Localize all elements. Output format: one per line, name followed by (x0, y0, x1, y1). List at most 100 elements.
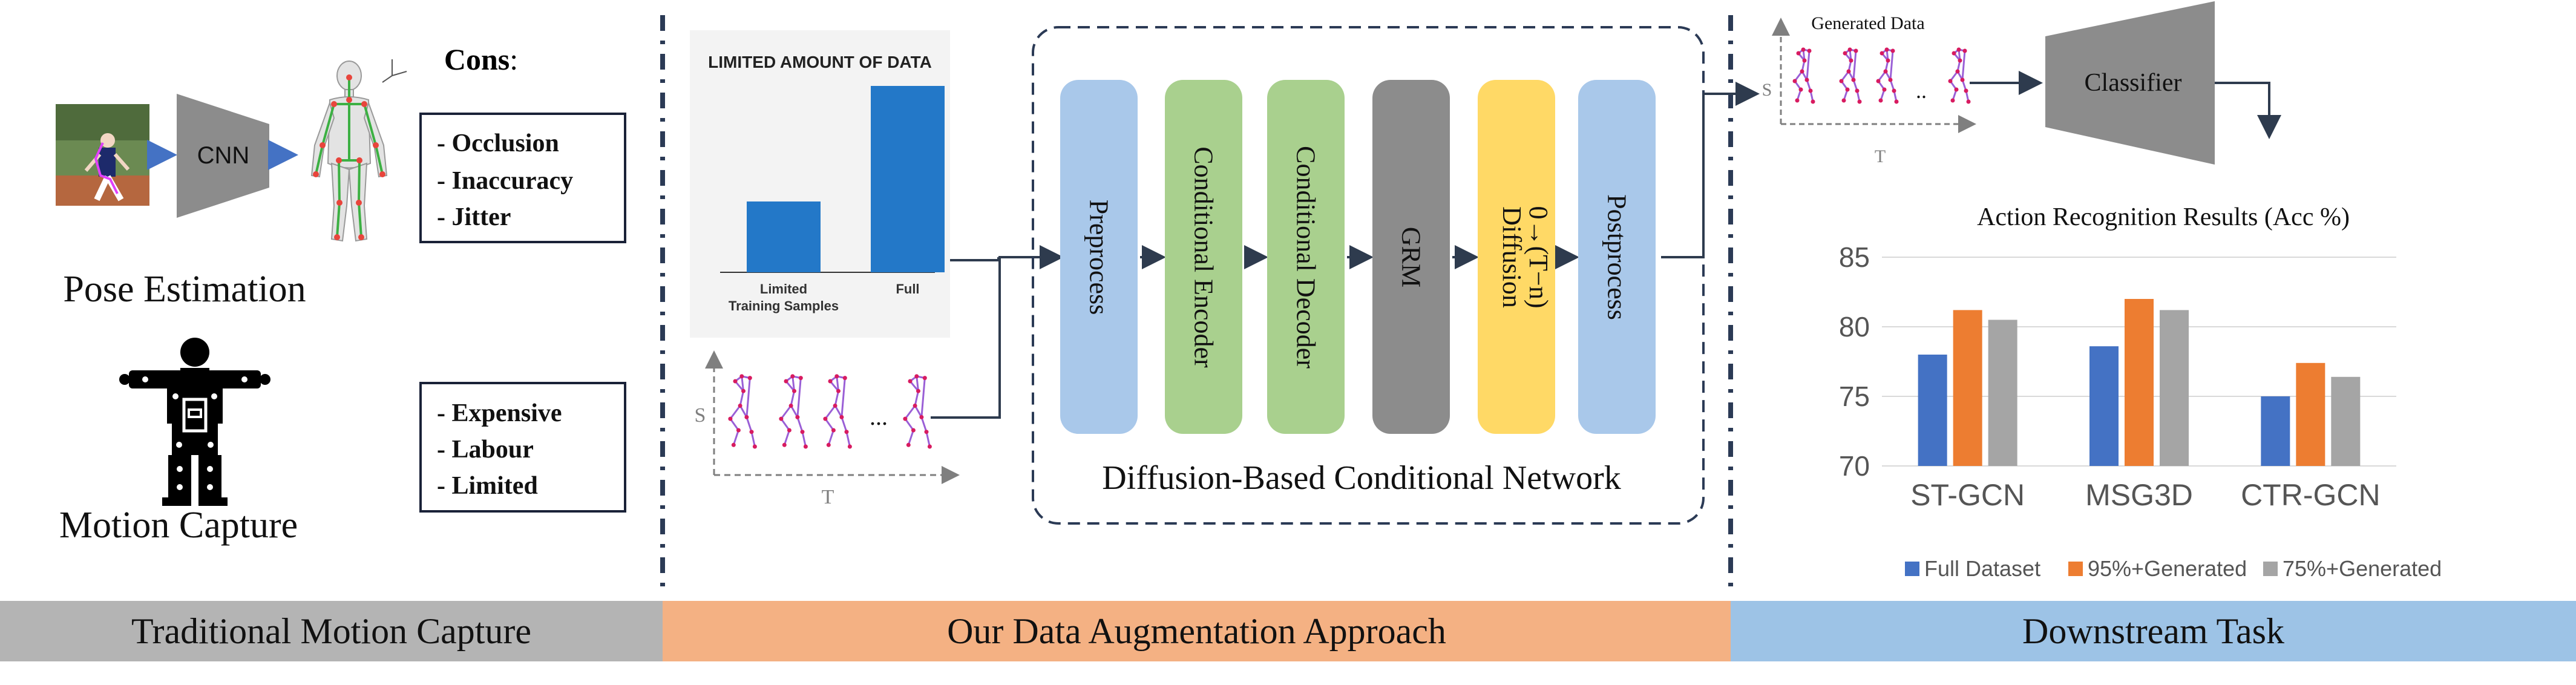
generated-t-label: T (1875, 146, 1886, 166)
input-s-label: S (695, 404, 706, 427)
results-ytick-0: 70 (1839, 450, 1870, 482)
generated-joint (1956, 47, 1961, 52)
results-bar-ST-GCN-2 (1988, 320, 2017, 466)
input-bone (914, 390, 919, 406)
input-bone (750, 431, 756, 447)
generated-joint (1795, 98, 1800, 103)
input-skeleton-1 (779, 374, 808, 449)
pose-estimation-label: Pose Estimation (63, 269, 306, 310)
cons-item-limited: - Limited (437, 472, 538, 500)
input-bone (780, 418, 790, 431)
input-bone (780, 405, 792, 419)
results-ytick-2: 80 (1839, 311, 1870, 342)
generated-joint (1882, 87, 1887, 92)
sequence-to-network-line (931, 257, 1001, 419)
network-block-0 (1060, 80, 1138, 434)
input-bone (783, 430, 790, 445)
limited-bar-label-line1: Limited (760, 281, 807, 297)
network-block-label-4: Diffusion (1497, 206, 1527, 308)
cons-box-mocap (419, 382, 626, 513)
generated-joint (1888, 77, 1893, 82)
input-bone (824, 418, 834, 431)
generated-joint (1811, 99, 1815, 104)
input-bone (796, 378, 802, 418)
results-bar-MSG3D-2 (2160, 310, 2189, 466)
input-bone (824, 405, 836, 419)
input-joint (844, 430, 849, 434)
input-joint (739, 374, 744, 379)
generated-joint (1845, 87, 1850, 92)
results-bar-CTR-GCN-1 (2296, 362, 2325, 466)
generated-joint (1802, 58, 1807, 63)
generated-skeleton-sequence (1792, 47, 1971, 104)
generated-bone (1889, 50, 1894, 80)
input-joint (792, 388, 796, 393)
motion-capture-suit-icon (119, 338, 270, 506)
input-joint (795, 415, 800, 419)
network-block-label-5: Postprocess (1602, 194, 1632, 320)
input-joint (922, 376, 927, 381)
limited-chart-bars (747, 86, 945, 272)
generated-joint (1808, 88, 1813, 93)
input-joint (826, 442, 831, 447)
input-joint (903, 416, 908, 421)
generated-joint (1800, 69, 1804, 74)
generated-joint (1847, 47, 1852, 52)
network-block-sublabel-4: 0→(T−n) (1524, 206, 1553, 309)
cons-item-occlusion: - Occlusion (437, 129, 559, 157)
results-xtick-2: CTR-GCN (2241, 478, 2381, 512)
results-xtick-1: MSG3D (2085, 478, 2193, 512)
results-ytick-1: 75 (1839, 381, 1870, 412)
generated-joint (1954, 87, 1959, 92)
motion-capture-markers (142, 376, 247, 490)
network-block-5 (1578, 80, 1656, 434)
generated-joint (1966, 99, 1971, 104)
network-output-line (1661, 94, 1705, 258)
input-joint (782, 442, 787, 447)
limited-chart-bar-0 (747, 201, 821, 272)
generated-joint (1894, 99, 1899, 104)
footer-band-0 (0, 601, 663, 661)
classifier-label: Classifier (2085, 69, 2182, 97)
input-bone (829, 381, 839, 392)
cons-item-inaccuracy: - Inaccuracy (437, 167, 573, 195)
footer-band-2 (1731, 601, 2576, 661)
input-bone (785, 381, 795, 392)
generated-joint (1843, 51, 1847, 56)
input-joint (913, 404, 917, 408)
generated-joint (1890, 48, 1895, 53)
results-bar-ST-GCN-1 (1953, 310, 1982, 466)
input-bone (790, 390, 795, 406)
input-skeleton-sequence (728, 374, 932, 449)
legend-swatch-1 (2068, 562, 2083, 576)
generated-joint (1846, 69, 1851, 74)
generated-joint (1886, 58, 1890, 63)
classifier-output-arrow (2215, 82, 2281, 139)
footer-label-2: Downstream Task (2022, 611, 2284, 651)
input-bone (729, 405, 741, 419)
input-joint (823, 416, 828, 421)
input-joint (906, 442, 911, 447)
input-bone (907, 430, 914, 445)
input-joint (747, 376, 752, 381)
generated-joint (1876, 79, 1881, 84)
input-bone (920, 416, 928, 433)
input-bone (734, 381, 744, 392)
input-joint (831, 428, 836, 433)
generated-bone (1806, 50, 1811, 80)
input-ellipsis: ... (870, 403, 888, 430)
input-bone (836, 376, 839, 392)
generated-joint (1883, 69, 1888, 74)
generated-joint (1950, 98, 1955, 103)
generated-joint (1839, 79, 1844, 84)
input-joint (803, 444, 808, 449)
results-bar-MSG3D-1 (2125, 299, 2154, 466)
input-joint (914, 374, 919, 379)
input-joint (744, 415, 749, 419)
network-block-3 (1372, 80, 1450, 434)
input-bone (904, 405, 916, 419)
generated-ellipsis: .. (1916, 79, 1927, 103)
generated-joint (1853, 48, 1858, 53)
input-joint (728, 416, 733, 421)
